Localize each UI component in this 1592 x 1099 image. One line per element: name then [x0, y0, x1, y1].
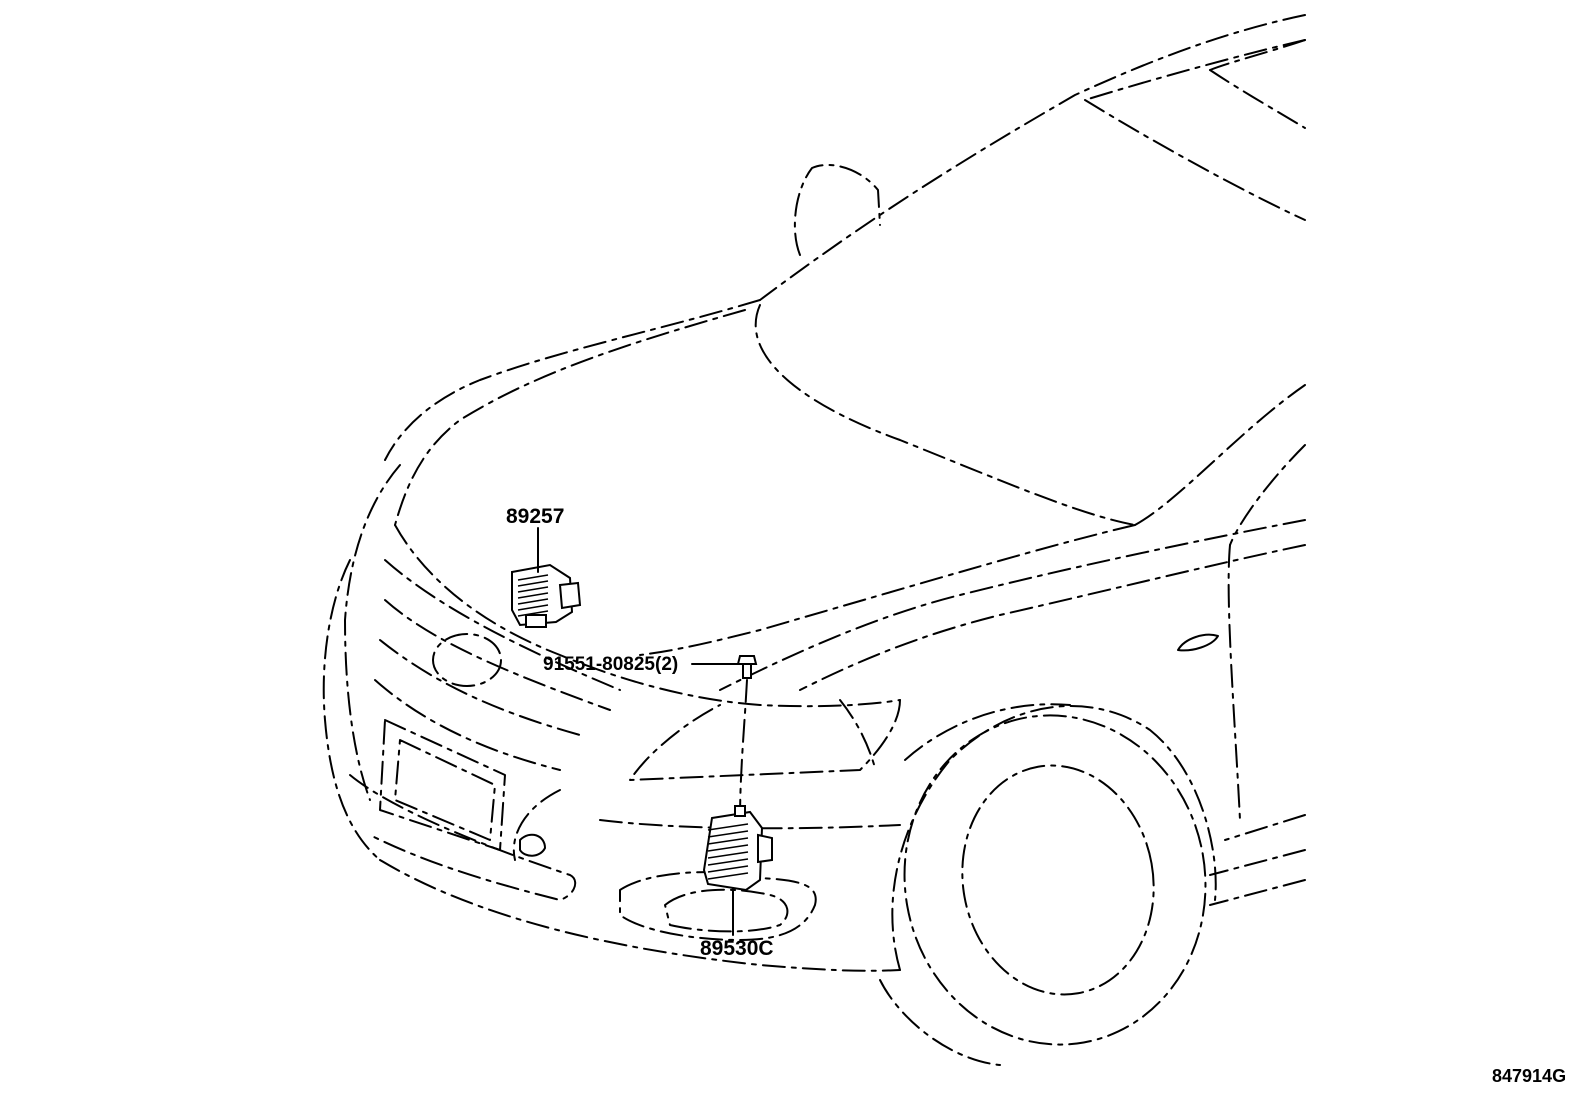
- part-89530c-illustration: [702, 805, 773, 892]
- figure-code: 847914G: [1492, 1066, 1566, 1086]
- car-outline: [322, 14, 1306, 1066]
- part-89257-illustration: [511, 563, 582, 628]
- label-bolt: 91551-80825(2): [543, 654, 678, 675]
- bolt-illustration: [736, 655, 758, 679]
- label-89530c: 89530C: [700, 937, 774, 960]
- label-89257: 89257: [506, 505, 564, 528]
